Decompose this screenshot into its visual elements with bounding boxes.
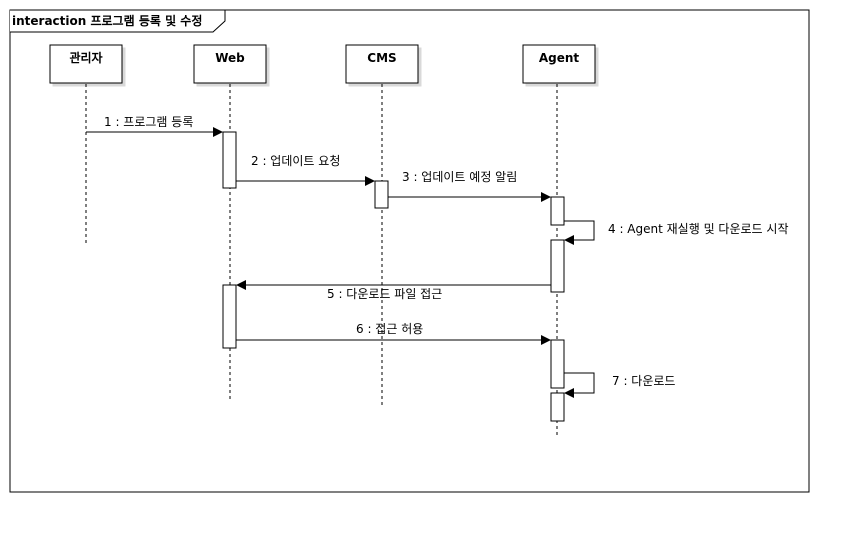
message-4-arrow <box>564 220 595 245</box>
activation-web-1 <box>222 131 237 189</box>
message-7-arrow <box>564 372 595 398</box>
activation-web-2 <box>222 284 237 349</box>
frame-title-tab <box>10 9 226 33</box>
message-7-label: 7 : 다운로드 <box>612 374 675 388</box>
message-5-label: 5 : 다운로드 파일 접근 <box>327 287 442 301</box>
activation-agent-3 <box>550 339 565 389</box>
lifeline-head-admin[interactable]: 관리자 <box>49 44 123 84</box>
message-2-label: 2 : 업데이트 요청 <box>251 154 340 168</box>
frame-title: interaction 프로그램 등록 및 수정 <box>12 13 202 28</box>
activation-cms-1 <box>374 180 389 209</box>
activation-agent-1 <box>550 196 565 226</box>
diagram-frame <box>9 9 810 493</box>
message-4-label: 4 : Agent 재실행 및 다운로드 시작 <box>608 221 789 236</box>
message-6-label: 6 : 접근 허용 <box>356 322 423 336</box>
message-1-label: 1 : 프로그램 등록 <box>104 115 193 129</box>
lifeline-name-admin: 관리자 <box>69 50 102 65</box>
lifeline-name-agent: Agent <box>539 51 580 65</box>
activation-agent-2 <box>550 239 565 293</box>
lifeline-head-cms[interactable]: CMS <box>345 44 419 84</box>
lifeline-name-cms: CMS <box>367 51 396 65</box>
lifeline-head-web[interactable]: Web <box>193 44 267 84</box>
lifeline-head-agent[interactable]: Agent <box>522 44 596 84</box>
activation-agent-4 <box>550 392 565 422</box>
lifeline-name-web: Web <box>215 51 245 65</box>
message-3-label: 3 : 업데이트 예정 알림 <box>402 170 517 184</box>
